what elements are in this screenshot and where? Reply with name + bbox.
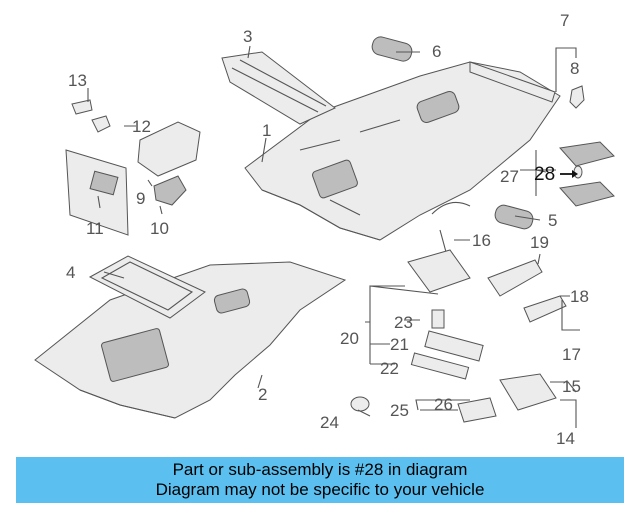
sun-visor [65, 149, 129, 236]
hook-13 [71, 99, 93, 115]
callout-12: 12 [132, 117, 151, 136]
lamp-6 [371, 36, 413, 62]
callout-11: 11 [86, 219, 104, 238]
clip-10 [153, 175, 187, 206]
banner-line-2: Diagram may not be specific to your vehi… [155, 480, 485, 499]
banner-line-1: Part or sub-assembly is #28 in diagram [172, 460, 468, 479]
bracket-19 [487, 259, 543, 297]
callout-4: 4 [66, 263, 75, 282]
callout-6: 6 [432, 42, 441, 61]
plug-23 [431, 309, 445, 329]
grab-handle [431, 201, 471, 215]
clip-8 [569, 85, 585, 109]
callout-1: 1 [262, 121, 271, 140]
callout-26: 26 [434, 395, 453, 414]
callout-21: 21 [390, 335, 409, 354]
callout-7: 7 [560, 11, 569, 30]
clip-24 [350, 396, 370, 412]
bulb-28 [573, 165, 583, 179]
console-20 [407, 249, 471, 293]
callout-2: 2 [258, 385, 267, 404]
callout-15: 15 [562, 377, 581, 396]
strip-7 [469, 61, 556, 103]
callout-10: 10 [150, 219, 169, 238]
callout-13: 13 [68, 71, 87, 90]
callout-16: 16 [472, 231, 491, 250]
lamp-14 [499, 373, 557, 411]
lamp-lens-5 [494, 204, 534, 230]
console-9 [137, 121, 201, 177]
panel-22 [410, 352, 470, 380]
panel-21 [424, 330, 484, 362]
callout-17: 17 [562, 345, 581, 364]
callout-27: 27 [500, 167, 519, 186]
callout-20: 20 [340, 329, 359, 348]
sunroof-frame [88, 255, 206, 319]
callout-3: 3 [243, 27, 252, 46]
panel-3 [221, 51, 336, 125]
lamp-assembly-upper [559, 141, 615, 167]
callout-19: 19 [530, 233, 549, 252]
callout-14: 14 [556, 429, 575, 448]
callout-28: 28 [534, 164, 555, 185]
lamp-26 [457, 397, 497, 423]
callout-5: 5 [548, 211, 557, 230]
callout-18: 18 [570, 287, 589, 306]
parts-diagram: 1 2 3 4 5 6 7 8 9 10 11 12 13 14 15 16 1… [34, 11, 615, 448]
callout-25: 25 [390, 401, 409, 420]
info-banner: Part or sub-assembly is #28 in diagram D… [16, 457, 624, 503]
callout-9: 9 [136, 189, 145, 208]
callout-22: 22 [380, 359, 399, 378]
hook-12 [91, 115, 111, 133]
lamp-assembly-lower [559, 181, 615, 207]
bracket-18 [523, 295, 567, 323]
callout-8: 8 [570, 59, 579, 78]
callout-23: 23 [394, 313, 413, 332]
callout-24: 24 [320, 413, 339, 432]
